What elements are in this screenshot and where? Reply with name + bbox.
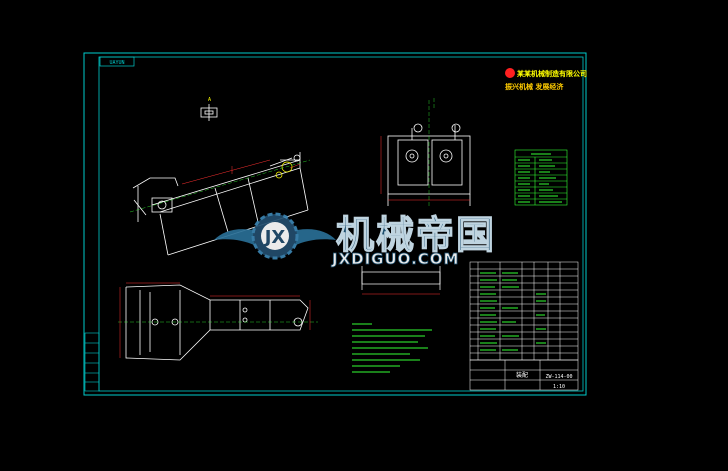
top-plan-view xyxy=(125,284,309,361)
top-plan-dims xyxy=(119,282,311,358)
sheet-frame xyxy=(83,52,587,396)
left-revision-strip xyxy=(84,332,100,392)
company-name: 某某机械制造有限公司 xyxy=(516,69,587,78)
bom-table-text xyxy=(480,272,546,351)
watermark-logo: JX 机械帝国 JXDIGUO.COM xyxy=(214,212,496,268)
side-view-gear xyxy=(275,161,293,179)
front-view-dimensions xyxy=(380,136,470,201)
drawing-number: ZW-114-00 xyxy=(545,374,572,380)
technical-notes xyxy=(352,323,432,373)
small-part-view xyxy=(200,104,218,121)
svg-text:JX: JX xyxy=(263,227,286,248)
watermark-title: 机械帝国 xyxy=(336,213,496,257)
small-part-label: A xyxy=(208,97,211,103)
company-slogan: 振兴机械 发展经济 xyxy=(505,82,564,91)
drawing-scale: 1:10 xyxy=(553,384,565,390)
title-block-label: 装配 xyxy=(516,371,528,379)
corner-label: UAYUN xyxy=(109,60,124,66)
watermark-url: JXDIGUO.COM xyxy=(331,250,459,268)
spec-table xyxy=(514,149,568,206)
spec-table-text-lines xyxy=(518,153,562,203)
front-view-centerline xyxy=(428,98,435,206)
watermark-wing-left xyxy=(214,229,262,246)
section-view xyxy=(361,266,441,290)
watermark-wing-right xyxy=(288,229,336,246)
side-view-dimensions xyxy=(181,159,301,185)
company-logo: 某某机械制造有限公司 振兴机械 发展经济 xyxy=(505,68,587,91)
corner-label-box xyxy=(99,56,135,67)
bom-table xyxy=(469,261,579,361)
side-view-centerlines xyxy=(129,159,311,213)
company-logo-icon xyxy=(505,68,515,78)
title-block xyxy=(469,359,579,391)
inner-frame xyxy=(98,56,584,392)
